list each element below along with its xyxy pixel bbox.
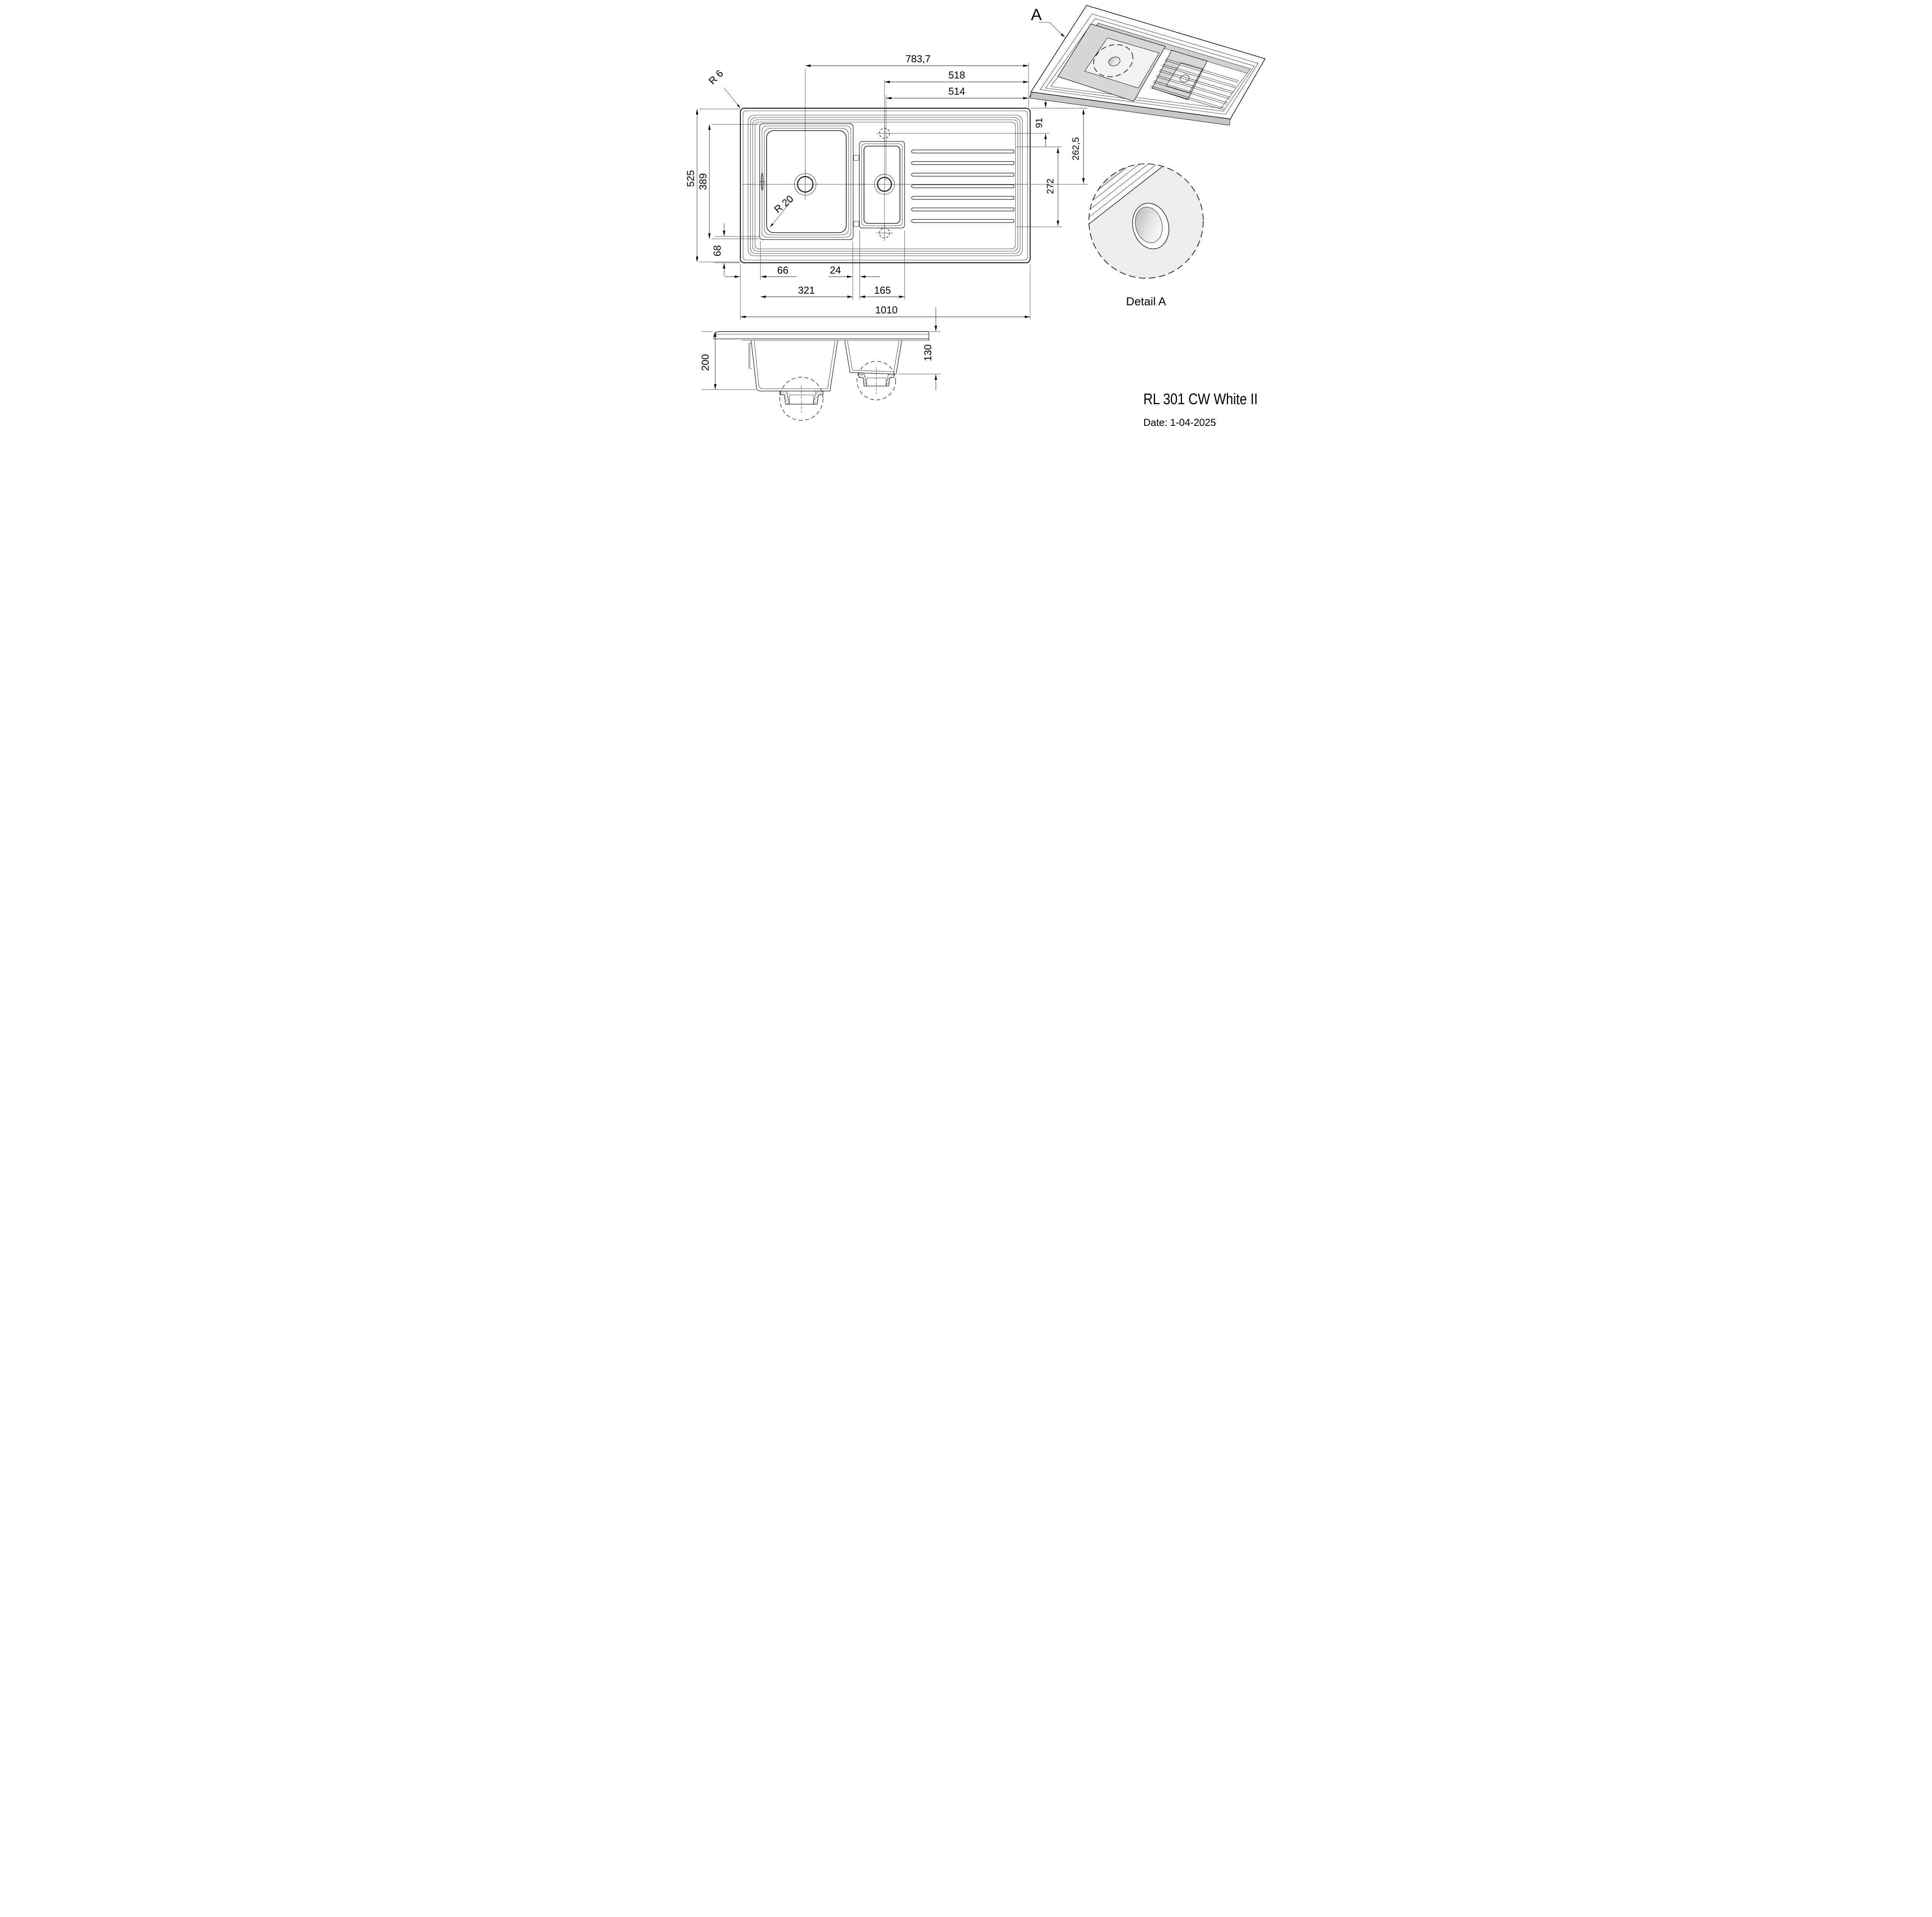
iso-view: A <box>1029 5 1265 126</box>
worktop-slab <box>713 331 929 341</box>
rim-contours <box>748 115 1023 256</box>
dim-overall-width: 1010 <box>875 304 898 316</box>
iso-main-bowl <box>1058 24 1166 102</box>
main-bowl-section <box>748 340 838 421</box>
dim-half-bowl-width: 165 <box>874 284 891 296</box>
half-strainer-circle <box>857 361 896 400</box>
sink-outline <box>740 107 1031 264</box>
leader-r6 <box>724 88 741 109</box>
dim-main-bowl-width: 321 <box>798 284 815 296</box>
iso-half-bowl <box>1152 50 1208 100</box>
detail-view: Detail A <box>1088 163 1204 308</box>
dim-bowl-radius: R 20 <box>772 193 796 215</box>
dim-sink-depth: 200 <box>699 354 711 371</box>
dim-to-half-drain: 514 <box>948 85 965 97</box>
detail-drain-hole <box>1135 207 1163 243</box>
side-view: 200 130 <box>699 307 940 421</box>
detail-marker-label: A <box>1031 5 1042 24</box>
drainer-ribs <box>911 150 1014 223</box>
dim-drainer-length: 272 <box>1045 179 1056 194</box>
detail-marker-leader <box>1039 22 1065 38</box>
side-dimensions: 200 130 <box>699 307 940 390</box>
half-bowl <box>853 141 905 228</box>
dim-half-bowl-depth: 130 <box>922 344 934 361</box>
land-tab-bottom <box>853 221 859 227</box>
half-bowl-section <box>844 340 902 400</box>
dim-left-offset: 66 <box>777 264 789 276</box>
iso-detail-circle <box>1093 44 1133 77</box>
dim-overall-depth: 525 <box>685 170 696 187</box>
dim-edge-to-tap: 91 <box>1034 118 1044 128</box>
tap-hole-bottom <box>876 225 893 241</box>
sink-inner-edge <box>743 111 1028 260</box>
drawing-sheet: 783,7 518 514 525 389 68 <box>663 0 1269 429</box>
main-bowl <box>759 123 854 240</box>
dim-outer-radius: R 6 <box>706 68 726 87</box>
detail-boundary <box>1088 163 1204 279</box>
title-block: RL 301 CW White II Date: 1-04-2025 <box>1143 391 1258 428</box>
land-tab-top <box>853 155 859 161</box>
plan-view: 783,7 518 514 525 389 68 <box>685 53 1087 320</box>
dim-edge-to-centerline: 262,5 <box>1071 137 1081 160</box>
main-strainer-circle <box>779 377 823 421</box>
iso-main-drain-hole <box>1108 56 1121 66</box>
date-label: Date: 1-04-2025 <box>1143 417 1216 428</box>
technical-drawing: 783,7 518 514 525 389 68 <box>685 5 1265 428</box>
dim-to-main-drain: 783,7 <box>905 53 930 65</box>
leader-r20 <box>770 199 793 228</box>
dim-bowl-gap: 24 <box>830 264 841 276</box>
detail-caption: Detail A <box>1126 295 1166 308</box>
tap-hole-top <box>876 125 893 141</box>
dim-bowl-depth: 389 <box>697 173 709 190</box>
overflow-channel <box>748 343 752 369</box>
plan-dimensions: 783,7 518 514 525 389 68 <box>685 53 1087 320</box>
dim-bowl-bottom-offset: 68 <box>711 245 723 257</box>
model-title: RL 301 CW White II <box>1143 391 1258 408</box>
dim-to-tap-hole: 518 <box>948 69 965 81</box>
